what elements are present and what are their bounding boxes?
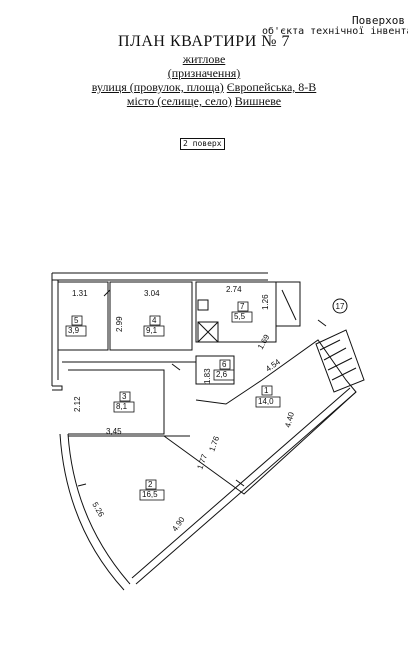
- marker-label: 17: [336, 302, 345, 311]
- street-value: Європейська, 8-В: [226, 80, 317, 94]
- room-5-outline: [57, 281, 109, 351]
- top-wall: [51, 272, 268, 281]
- dim-2-12: 2.12: [73, 396, 82, 412]
- fixture-cross: [197, 321, 219, 343]
- plan-title: ПЛАН КВАРТИРИ № 7: [117, 33, 291, 50]
- dim-4-54: 4.54: [264, 357, 282, 374]
- dim-4-90: 4.90: [170, 515, 187, 533]
- door-tick-2: [171, 363, 181, 371]
- room-4-id: 4: [152, 316, 157, 325]
- balcony: [315, 329, 365, 393]
- dim-3-04: 3.04: [144, 289, 160, 298]
- room-2-id: 2: [148, 480, 153, 489]
- room-6-id: 6: [222, 360, 227, 369]
- room-1-area: 14,0: [258, 397, 274, 406]
- room-3-outline: [68, 369, 165, 435]
- room-4-area: 9,1: [146, 326, 158, 335]
- diagonal-wall: [135, 391, 357, 585]
- curved-wall: [67, 433, 131, 585]
- dim-1-26: 1.26: [261, 294, 270, 310]
- shaft-block: [275, 281, 301, 327]
- room-1-id: 1: [264, 386, 269, 395]
- street-line: вулиця (провулок, площа) Європейська, 8-…: [0, 80, 408, 95]
- shaft-slash: [281, 289, 297, 321]
- marker-circle: [332, 298, 348, 314]
- room-label-boxes: [65, 301, 281, 501]
- purpose-caption: (призначення): [167, 66, 241, 80]
- room-4-outline: [109, 281, 193, 351]
- floor-label: 2 поверх: [180, 138, 225, 150]
- room-7-area: 5,5: [234, 312, 246, 321]
- room-1-outline: [163, 339, 357, 495]
- header-line-2: об'єкта технічної інвента: [262, 26, 408, 37]
- room-7-id: 7: [240, 302, 245, 311]
- room-6-area: 2,6: [216, 370, 228, 379]
- room-6-outline: [195, 355, 235, 385]
- street-prefix: вулиця (провулок, площа): [91, 80, 224, 94]
- left-wall: [51, 280, 59, 386]
- room-3-area: 8,1: [116, 402, 128, 411]
- room-3-id: 3: [122, 392, 127, 401]
- room-labels: 5 3,9 4 9,1 7 5,5 6 2,6 3 8,1 1 14,0 2 1…: [68, 302, 274, 499]
- header-line-1: Поверхов: [352, 14, 405, 27]
- room-5-area: 3,9: [68, 326, 80, 335]
- dim-2-99: 2.99: [115, 316, 124, 332]
- door-tick-4: [77, 483, 87, 487]
- city-value: Вишневе: [234, 94, 282, 108]
- dim-1-76: 1.76: [207, 434, 221, 452]
- dim-2-74: 2.74: [226, 285, 242, 294]
- diagonal-wall-inner: [131, 387, 351, 579]
- curved-wall-outer: [59, 433, 125, 591]
- room-2-area: 16,5: [142, 490, 158, 499]
- fixture-square: [197, 321, 219, 343]
- dim-5-26: 5.26: [90, 501, 106, 519]
- door-tick-1: [103, 289, 111, 297]
- purpose-value: житлове: [182, 52, 226, 66]
- balcony-hatch: [319, 339, 357, 381]
- city-line: місто (селище, село) Вишневе: [0, 94, 408, 109]
- dim-1-83: 1.83: [203, 368, 212, 384]
- city-prefix: місто (селище, село): [126, 94, 232, 108]
- dimension-labels: 1.31 3.04 2.74 1.26 2.99 1.69 4.54 1.83 …: [72, 285, 296, 533]
- room-5-id: 5: [74, 316, 79, 325]
- fixture-small: [197, 299, 209, 311]
- door-tick-5: [317, 319, 327, 327]
- dim-1-31: 1.31: [72, 289, 88, 298]
- left-notch: [52, 385, 63, 391]
- dim-4-40: 4.40: [283, 411, 296, 429]
- dim-3-45: 3,45: [106, 427, 122, 436]
- door-tick-3: [235, 479, 245, 487]
